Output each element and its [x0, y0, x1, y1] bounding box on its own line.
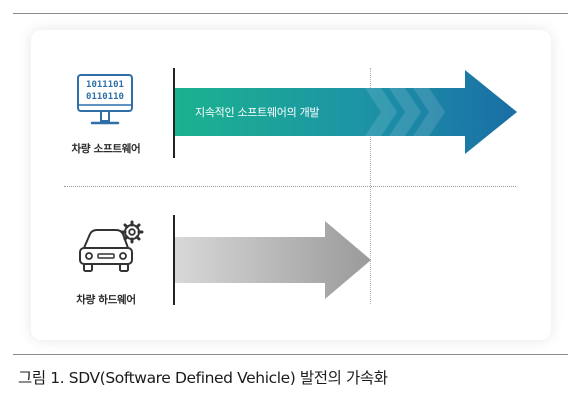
- bottom-rule: [13, 354, 568, 355]
- binary-line-2: 0110110: [86, 92, 124, 102]
- software-label: 차량 소프트웨어: [71, 143, 141, 155]
- row-divider: [64, 186, 516, 187]
- binary-line-1: 1011101: [86, 80, 124, 90]
- monitor-icon: 1011101 0110110: [77, 74, 133, 125]
- figure-caption: 그림 1. SDV(Software Defined Vehicle) 발전의 …: [18, 369, 388, 387]
- software-arrow: [175, 70, 517, 154]
- diagram-panel: [31, 30, 551, 340]
- software-arrow-text: 지속적인 소프트웨어의 개발: [195, 106, 320, 119]
- software-separator: [173, 68, 175, 158]
- car-gear-icon: [79, 220, 144, 272]
- top-rule: [13, 13, 568, 14]
- hardware-label: 차량 하드웨어: [76, 294, 136, 306]
- hardware-arrow: [175, 221, 371, 299]
- vertical-guide: [370, 68, 371, 304]
- hardware-separator: [173, 215, 175, 305]
